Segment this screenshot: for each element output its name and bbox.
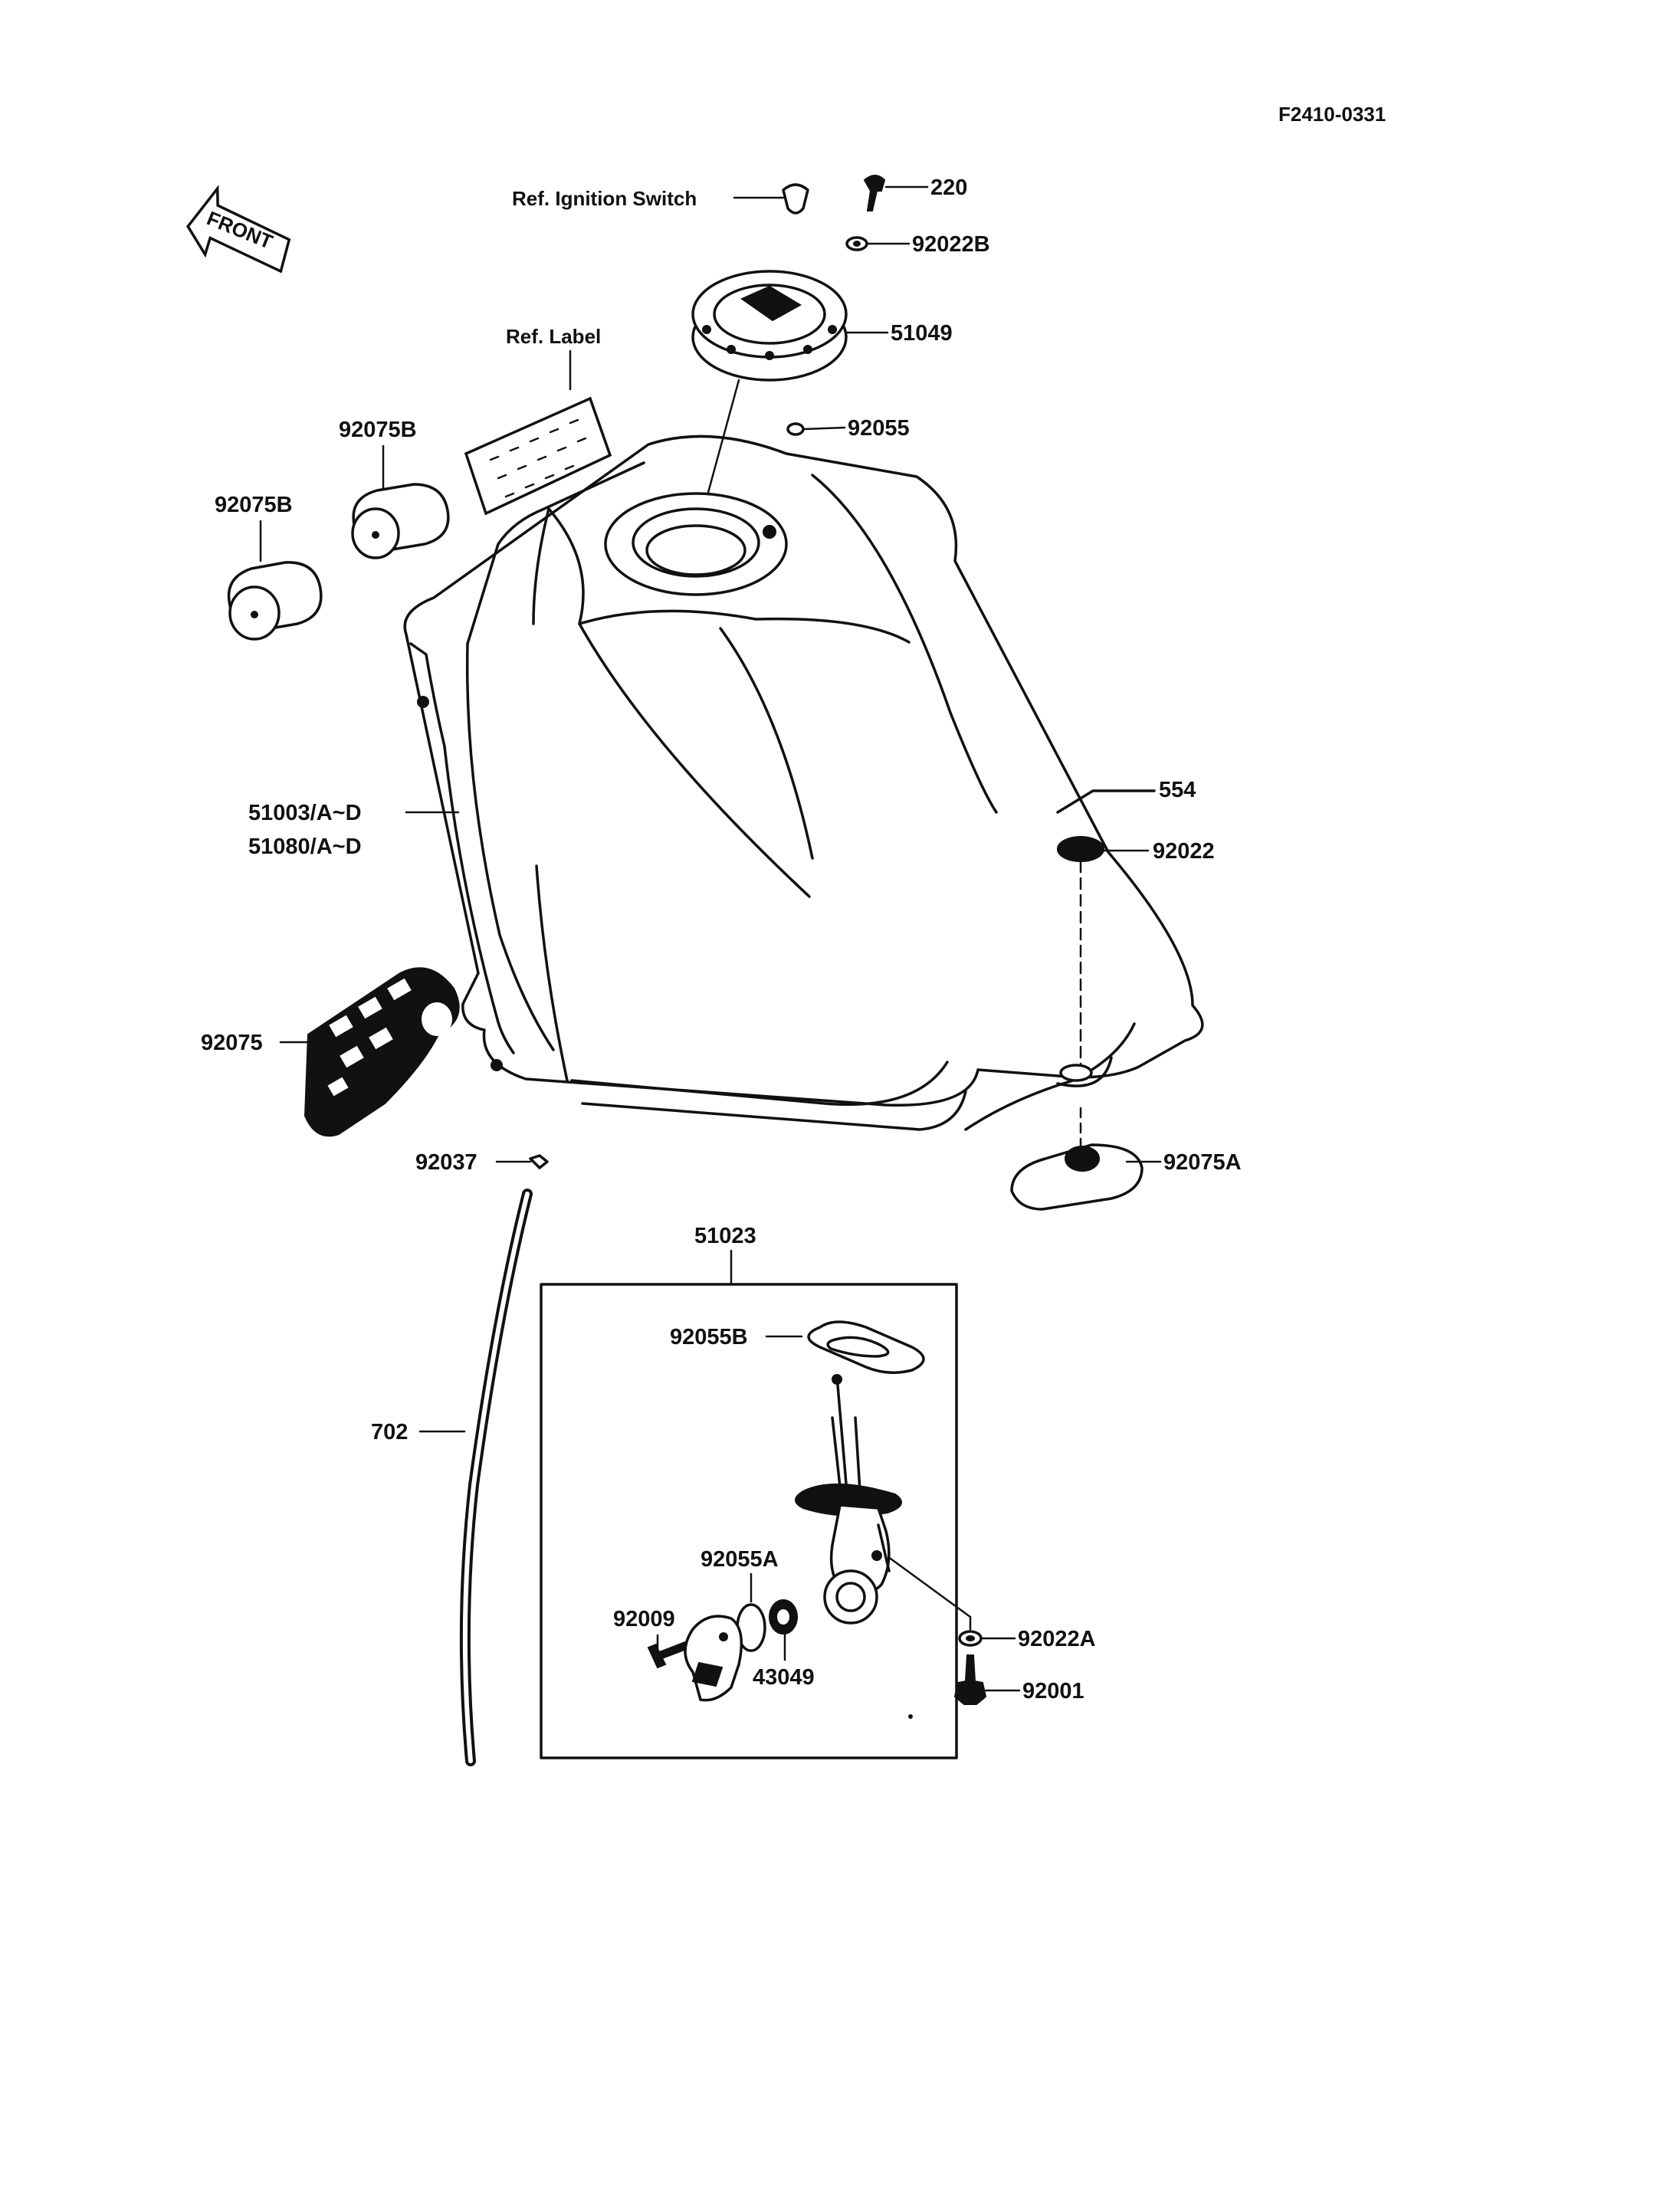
part-label-92022: 92022 bbox=[1153, 839, 1215, 864]
part-label-51023: 51023 bbox=[694, 1224, 756, 1248]
oring-92055-icon bbox=[786, 422, 805, 436]
part-92075B-upper: 92075B bbox=[339, 418, 450, 559]
part-label-92055: 92055 bbox=[848, 416, 910, 441]
part-702: 702 bbox=[371, 1189, 533, 1766]
part-554: 554 bbox=[1056, 778, 1196, 814]
part-label-92075B-lower: 92075B bbox=[215, 493, 293, 517]
part-label-43049: 43049 bbox=[753, 1665, 815, 1690]
part-label-92075: 92075 bbox=[201, 1031, 263, 1055]
bolt-92001-icon bbox=[953, 1654, 987, 1705]
part-92075: 92075 bbox=[201, 967, 460, 1137]
rubber-mount-92075A-icon bbox=[1010, 1143, 1144, 1211]
part-92075B-lower: 92075B bbox=[215, 493, 323, 641]
part-label-220: 220 bbox=[930, 175, 967, 200]
label-reference: Ref. Label bbox=[464, 325, 612, 516]
tap-lever-icon bbox=[684, 1615, 743, 1702]
ignition-switch-icon bbox=[782, 183, 809, 215]
bolt-220-icon bbox=[863, 175, 886, 212]
part-label-92075A: 92075A bbox=[1163, 1150, 1242, 1175]
part-43049: 43049 bbox=[753, 1599, 815, 1690]
part-label-92001: 92001 bbox=[1022, 1679, 1084, 1703]
part-51003: 51003/A~D 51080/A~D bbox=[248, 801, 460, 859]
part-220: 220 bbox=[863, 175, 967, 212]
part-92037: 92037 bbox=[415, 1150, 549, 1175]
part-label-92075B-upper: 92075B bbox=[339, 418, 417, 442]
part-label-92022A: 92022A bbox=[1018, 1627, 1096, 1651]
rubber-block-92075-icon bbox=[304, 967, 460, 1137]
part-92075A: 92075A bbox=[1010, 1107, 1242, 1211]
part-51023: 51023 bbox=[540, 1224, 958, 1759]
fuel-tank-icon bbox=[403, 434, 1204, 1131]
damper-upper-icon bbox=[351, 483, 450, 559]
part-92055: 92055 bbox=[786, 416, 910, 441]
part-label-702: 702 bbox=[371, 1420, 408, 1444]
part-92022: 92022 bbox=[1057, 836, 1215, 1067]
part-92009: 92009 bbox=[613, 1607, 743, 1702]
washer-92022-icon bbox=[1057, 836, 1104, 862]
part-92055B: 92055B bbox=[670, 1320, 925, 1374]
part-label-92037: 92037 bbox=[415, 1150, 477, 1175]
part-92055A: 92055A bbox=[701, 1547, 779, 1652]
part-label-51003: 51003/A~D bbox=[248, 801, 362, 825]
label-sticker-icon bbox=[464, 396, 612, 516]
ignition-switch-reference: Ref. Ignition Switch bbox=[512, 183, 809, 215]
clip-554-icon bbox=[1056, 789, 1156, 814]
part-51049: 51049 bbox=[691, 270, 953, 550]
label-ref-label: Ref. Label bbox=[506, 325, 601, 348]
part-label-92055B: 92055B bbox=[670, 1325, 748, 1349]
part-label-554: 554 bbox=[1159, 778, 1196, 802]
fuel-tap-assembly-box bbox=[540, 1283, 958, 1759]
part-92022B: 92022B bbox=[845, 232, 990, 257]
part-label-92055A: 92055A bbox=[701, 1547, 779, 1572]
part-label-51080: 51080/A~D bbox=[248, 835, 362, 859]
part-92001: 92001 bbox=[953, 1654, 1084, 1705]
damper-lower-icon bbox=[227, 561, 323, 641]
fuel-tap-icon bbox=[795, 1374, 902, 1625]
filter-43049-icon bbox=[769, 1599, 798, 1635]
front-arrow-icon: FRONT bbox=[186, 185, 291, 274]
drawing-code: F2410-0331 bbox=[1278, 103, 1386, 126]
part-label-92022B: 92022B bbox=[912, 232, 990, 257]
fuel-cap-icon bbox=[691, 270, 848, 382]
gasket-92055B-icon bbox=[807, 1320, 925, 1374]
ignition-switch-ref-label: Ref. Ignition Switch bbox=[512, 187, 697, 210]
part-label-51049: 51049 bbox=[891, 321, 953, 346]
part-92022A: 92022A bbox=[889, 1557, 1096, 1651]
clamp-92037-icon bbox=[529, 1154, 549, 1169]
part-label-92009: 92009 bbox=[613, 1607, 675, 1631]
